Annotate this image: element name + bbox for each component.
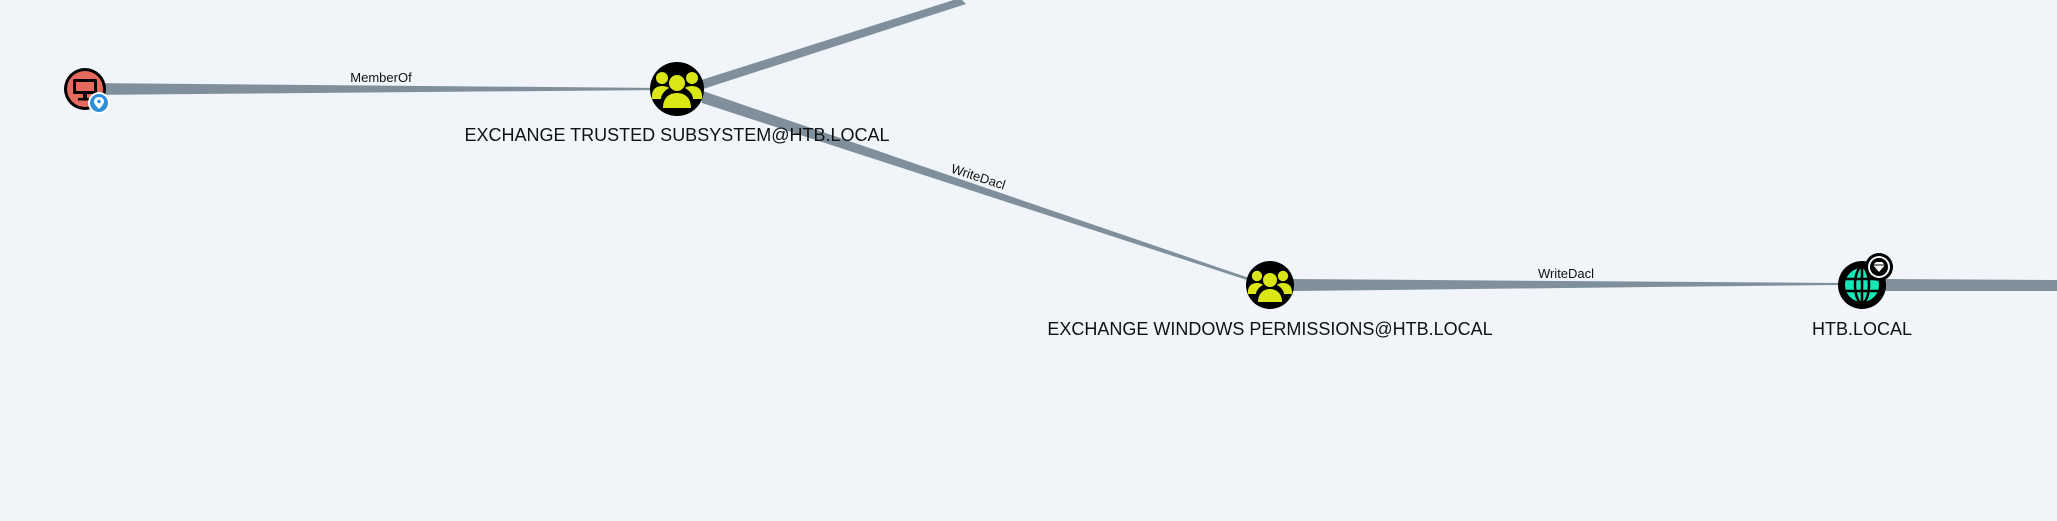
edge-label-writedacl-2: WriteDacl	[1538, 266, 1594, 281]
node-label: HTB.LOCAL	[1812, 319, 1912, 339]
edge-exchange-trusted-to-offscreen[interactable]	[698, 0, 966, 90]
edge-htb-to-offscreen[interactable]	[1885, 279, 2057, 291]
node-label: EXCHANGE TRUSTED SUBSYSTEM@HTB.LOCAL	[464, 125, 889, 145]
edge-labels: MemberOf WriteDacl WriteDacl	[350, 70, 1594, 281]
location-pin-icon	[88, 92, 110, 114]
edge-writedacl-2[interactable]	[1290, 279, 1840, 291]
users-icon	[1248, 270, 1292, 302]
users-icon	[652, 72, 702, 108]
monitor-icon	[73, 79, 97, 101]
node-computer[interactable]	[64, 68, 110, 114]
edges	[84, 0, 2057, 291]
node-exchange-windows-permissions[interactable]: EXCHANGE WINDOWS PERMISSIONS@HTB.LOCAL	[1047, 261, 1493, 339]
node-htb-local[interactable]: HTB.LOCAL	[1812, 253, 1912, 339]
node-label: EXCHANGE WINDOWS PERMISSIONS@HTB.LOCAL	[1047, 319, 1492, 339]
gem-icon	[1865, 253, 1893, 281]
node-exchange-trusted-subsystem[interactable]: EXCHANGE TRUSTED SUBSYSTEM@HTB.LOCAL	[464, 62, 890, 145]
edge-label-memberof: MemberOf	[350, 70, 412, 85]
edge-memberof[interactable]	[84, 83, 660, 95]
edge-writedacl-1[interactable]	[700, 90, 1252, 281]
